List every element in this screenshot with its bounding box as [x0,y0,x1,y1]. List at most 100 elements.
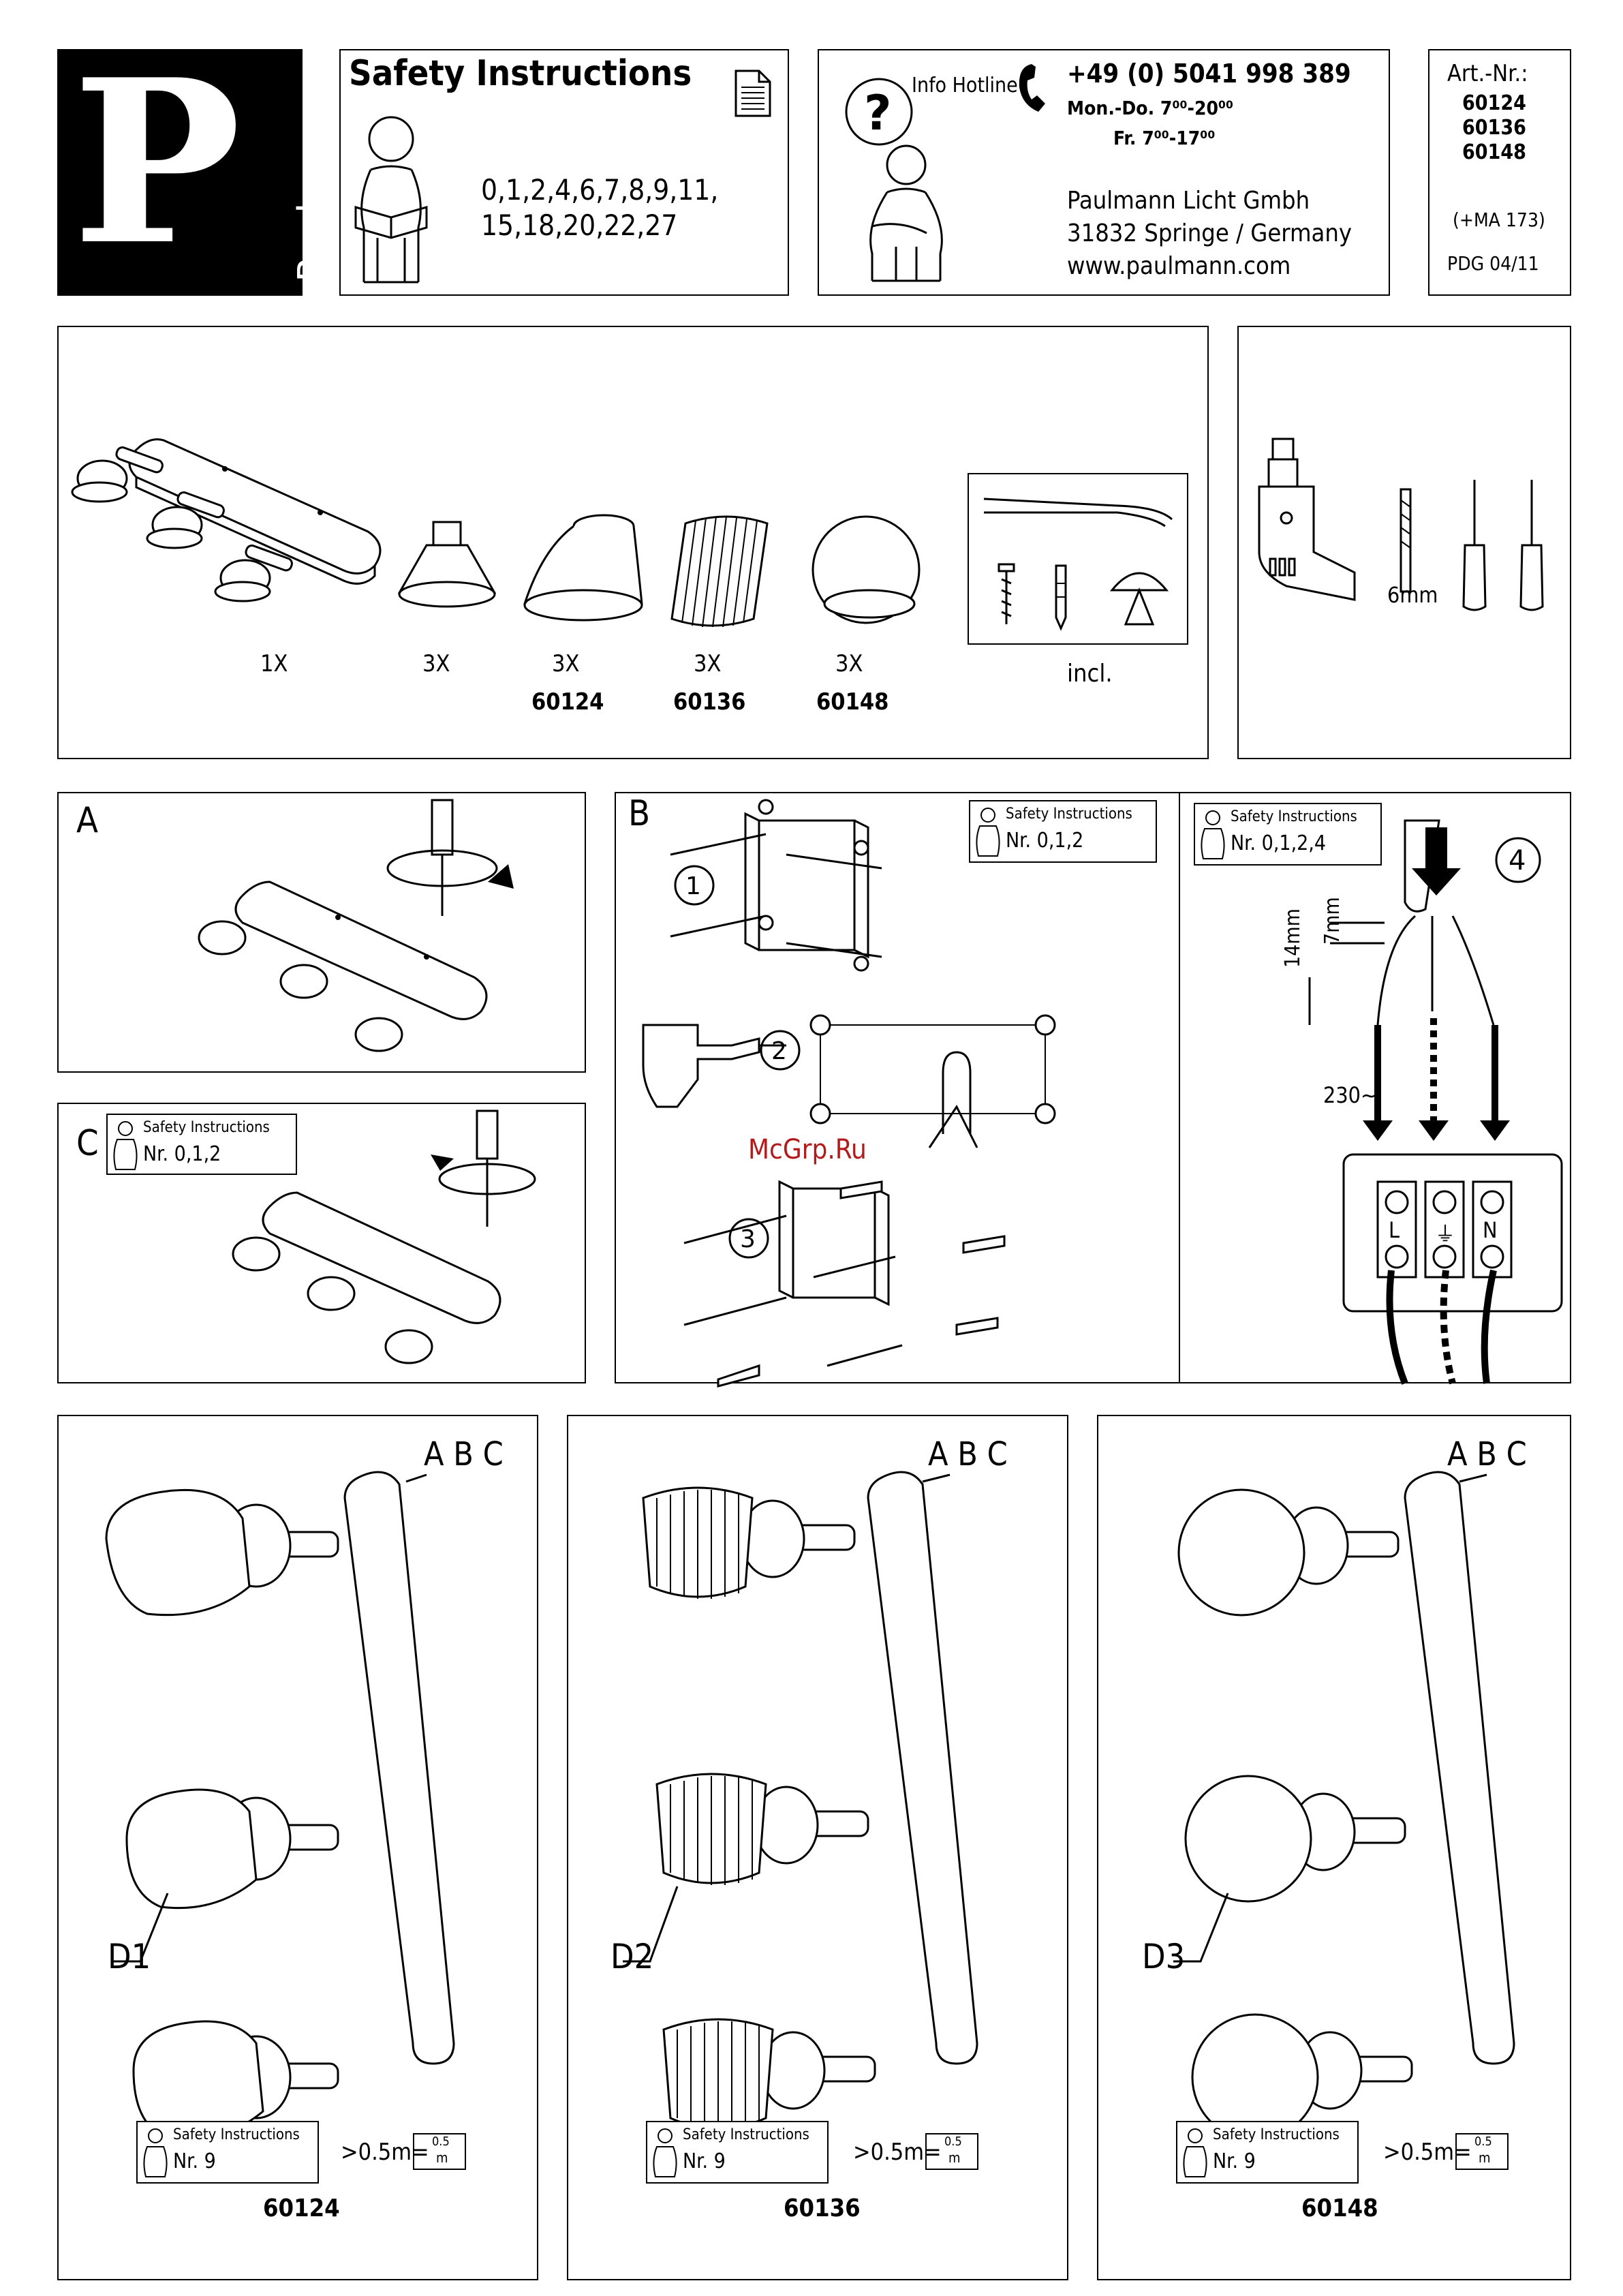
variant-label: D2 [610,1937,654,1976]
wiring-panel: Safety Instructions Nr. 0,1,2,4 4 14mm 7… [1179,793,1573,1385]
reading-person-icon [354,116,428,284]
parts-panel: 1X 3X 3X 3X 3X 60124 60136 60148 incl. [57,326,1209,759]
article-number-2: 60136 [1462,116,1526,140]
distance-text: >0.5m= [341,2139,429,2166]
svg-text:?: ? [864,85,892,141]
safety-caption: Safety Instructions [1231,808,1357,825]
distance-icon: 0.5 m [1455,2133,1509,2170]
variant-label: D3 [1142,1937,1186,1976]
safety-person-icon [1183,2128,1207,2177]
safety-number: Nr. 0,1,2 [143,1142,221,1166]
screw-icon [998,563,1015,624]
article-label: Art.-Nr.: [1447,60,1528,87]
drill-step-2 [642,1014,1056,1148]
safety-person-icon [113,1121,138,1170]
terminal-l: L [1389,1217,1400,1243]
safety-caption: Safety Instructions [683,2126,809,2143]
pliers-icon [983,498,1173,527]
hotline-label: Info Hotline [912,74,1018,97]
variant-panel-60136: A B C D2 Safety Instructions Nr. 9 >0.5m… [567,1415,1068,2280]
safety-caption: Safety Instructions [173,2126,300,2143]
part-code-60124: 60124 [531,688,604,716]
article-panel: Art.-Nr.: 60124 60136 60148 (+MA 173) PD… [1428,49,1571,296]
variant-60124-drawing [105,1471,455,2141]
step-3-number: 3 [728,1218,769,1259]
variant-60136-drawing [623,1471,978,2130]
safety-caption: Safety Instructions [1006,806,1132,823]
company-website[interactable]: www.paulmann.com [1067,252,1291,280]
part-qty-1: 1X [260,650,288,677]
drill-size: 6mm [1387,582,1438,608]
step-a-drawing [198,799,514,1052]
included-hardware-box: incl. [968,473,1188,688]
step-c-safety-box: Safety Instructions Nr. 0,1,2 [106,1114,297,1175]
question-person-icon: ? [845,78,943,282]
article-pdg: PDG 04/11 [1447,252,1539,275]
safety-person-icon [653,2128,677,2177]
variant-safety-box: Safety Instructions Nr. 9 [136,2121,319,2184]
part-qty-4: 3X [694,650,722,677]
variant-panel-60148: A B C D3 Safety Instructions Nr. 9 >0.5m… [1097,1415,1571,2280]
wiring-dim-14mm: 14mm [1281,908,1305,968]
svg-text:3: 3 [740,1225,756,1253]
wiring-voltage: 230~ [1323,1082,1378,1108]
ceiling-hook-icon [1109,572,1169,626]
variant-label: D1 [108,1937,151,1976]
variant-safety-box: Safety Instructions Nr. 9 [646,2121,829,2184]
safety-number: Nr. 9 [1213,2149,1256,2173]
safety-number: Nr. 0,1,2 [1006,829,1084,853]
terminal-earth: ⏚ [1435,1223,1455,1246]
safety-number: Nr. 0,1,2,4 [1231,831,1327,855]
step-b-label: B [628,793,651,834]
company-address: 31832 Springe / Germany [1067,219,1352,247]
brand-logo: P Paulmann [57,30,335,296]
phone-icon [1019,64,1045,112]
variant-60148-drawing [1173,1471,1515,2141]
svg-text:4: 4 [1509,845,1526,876]
distance-icon: 0.5 m [925,2133,978,2170]
article-extra: (+MA 173) [1453,209,1545,231]
safety-numbers-line2: 15,18,20,22,27 [481,209,678,242]
hotline-phone: +49 (0) 5041 998 389 [1067,59,1351,89]
article-number-3: 60148 [1462,140,1526,164]
part-qty-2: 3X [422,650,450,677]
document-icon [735,70,771,117]
shade-cylinder-drawing [670,515,769,628]
terminal-n: N [1483,1217,1498,1243]
step-c-label: C [76,1123,99,1164]
company-name: Paulmann Licht Gmbh [1067,187,1310,215]
svg-text:1: 1 [685,872,701,900]
step-b-safety-box: Safety Instructions Nr. 0,1,2 [969,800,1157,863]
wiring-dim-7mm: 7mm [1320,897,1344,945]
drill-icon [1258,438,1356,601]
safety-person-icon [976,808,1000,857]
step-c-drawing [232,1109,536,1364]
article-number-1: 60124 [1462,91,1526,115]
hotline-hours-1: Mon.-Do. 7⁰⁰-20⁰⁰ [1067,97,1234,119]
variant-code: 60124 [263,2194,340,2222]
step-a-panel: A [57,792,586,1073]
step-c-panel: C Safety Instructions Nr. 0,1,2 [57,1103,586,1383]
variant-abc: A B C [928,1435,1008,1473]
safety-caption: Safety Instructions [1213,2126,1340,2143]
step-1-number: 1 [674,865,715,906]
distance-icon: 0.5 m [413,2133,466,2170]
dowel-icon [1055,564,1067,631]
part-code-60136: 60136 [673,688,746,716]
safety-numbers-line1: 0,1,2,4,6,7,8,9,11, [481,173,719,206]
included-label: incl. [1067,660,1113,688]
variant-panel-60124: A B C D1 Safety Instructions Nr. 9 >0.5m… [57,1415,538,2280]
shade-globe-drawing [812,515,921,624]
distance-text: >0.5m= [1383,2139,1472,2166]
safety-person-icon [1201,810,1225,859]
part-qty-3: 3X [552,650,580,677]
tools-panel: 6mm [1237,326,1571,759]
shade-cone-drawing [523,514,643,622]
hotline-hours-2: Fr. 7⁰⁰-17⁰⁰ [1113,127,1216,149]
variant-code: 60148 [1301,2194,1378,2222]
step-4-number: 4 [1495,837,1541,883]
wiring-diagram [1308,819,1563,1385]
safety-number: Nr. 9 [173,2149,216,2173]
safety-caption: Safety Instructions [143,1119,270,1136]
step-2-number: 2 [760,1030,801,1071]
